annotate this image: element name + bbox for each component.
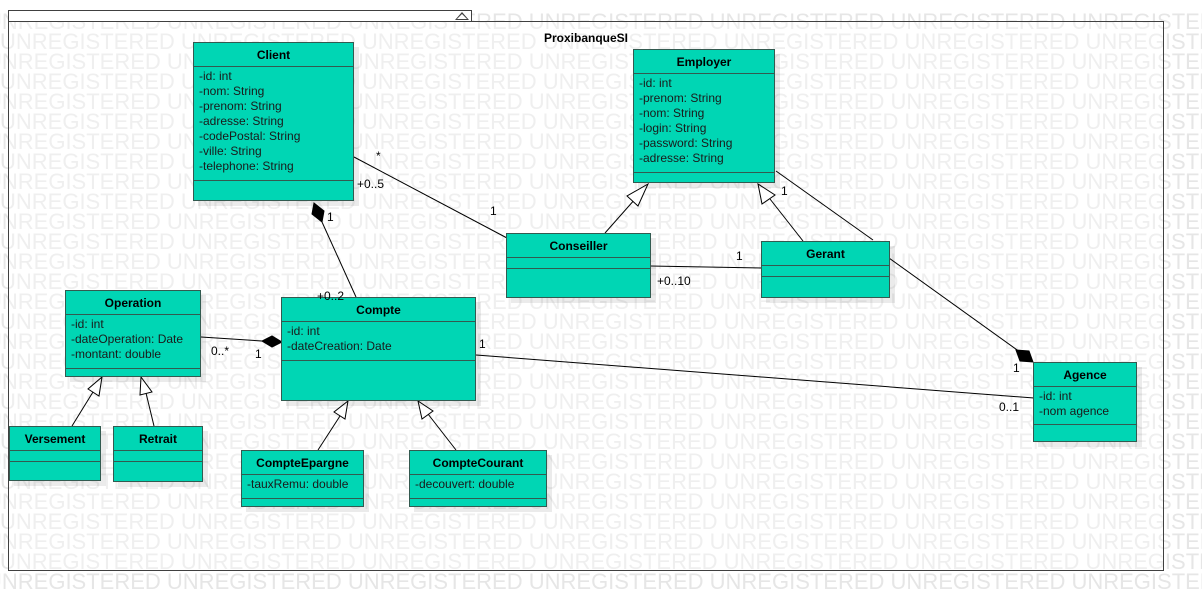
class-name: CompteCourant (410, 451, 546, 475)
attribute: -id: int (639, 76, 672, 90)
multiplicity-label: 1 (1013, 361, 1020, 375)
class-gerant[interactable]: Gerant (761, 241, 890, 298)
multiplicity-label: 1 (490, 204, 497, 218)
multiplicity-label: 1 (327, 210, 334, 224)
attribute-compartment: -id: int -dateOperation: Date -montant: … (66, 315, 200, 369)
generalization-conseiller-employer[interactable] (604, 197, 637, 234)
assoc-conseiller-gerant[interactable] (649, 265, 763, 269)
attribute-compartment (114, 451, 202, 462)
composition-diamond-icon (311, 202, 325, 223)
role-label: +0..2 (317, 289, 345, 303)
attribute-compartment (10, 451, 100, 462)
package-tab (8, 10, 472, 22)
generalization-arrow-icon (87, 375, 103, 397)
attribute: -codePostal: String (199, 129, 301, 143)
attribute: -prenom: String (199, 99, 282, 113)
multiplicity-label: 0..1 (999, 400, 1020, 414)
class-employer[interactable]: Employer -id: int -prenom: String -nom: … (633, 49, 775, 183)
class-agence[interactable]: Agence -id: int -nom agence (1033, 362, 1137, 442)
class-name: Compte (282, 298, 475, 322)
class-name: CompteEpargne (242, 451, 363, 475)
attribute: -login: String (639, 121, 707, 135)
collapse-triangle-icon[interactable] (455, 12, 469, 20)
class-name: Conseiller (507, 234, 650, 258)
class-name: Retrait (114, 427, 202, 451)
composition-diamond-icon (260, 335, 284, 348)
class-compteepargne[interactable]: CompteEpargne -tauxRemu: double (241, 450, 364, 507)
class-name: Operation (66, 291, 200, 315)
attribute: -password: String (639, 136, 733, 150)
attribute-compartment (762, 266, 889, 277)
attribute: -dateOperation: Date (71, 332, 184, 346)
attribute: -nom agence (1039, 404, 1110, 418)
generalization-comptecourant-compte[interactable] (427, 413, 457, 451)
attribute: -decouvert: double (415, 477, 515, 491)
class-versement[interactable]: Versement (9, 426, 101, 481)
class-conseiller[interactable]: Conseiller (506, 233, 651, 298)
class-operation[interactable]: Operation -id: int -dateOperation: Date … (65, 290, 201, 377)
class-compte[interactable]: Compte -id: int -dateCreation: Date (281, 297, 476, 401)
attribute: -id: int (71, 317, 104, 331)
class-name: Gerant (762, 242, 889, 266)
generalization-gerant-employer[interactable] (769, 198, 804, 242)
package-title: ProxibanqueSI (543, 31, 629, 45)
class-client[interactable]: Client -id: int -nom: String -prenom: St… (193, 42, 354, 201)
class-retrait[interactable]: Retrait (113, 426, 203, 482)
attribute: -telephone: String (199, 159, 294, 173)
attribute-compartment: -id: int -dateCreation: Date (282, 322, 475, 361)
generalization-arrow-icon (417, 399, 434, 420)
multiplicity-label: 1 (781, 184, 788, 198)
attribute: -ville: String (199, 144, 262, 158)
generalization-compteepargne-compte[interactable] (317, 415, 341, 451)
attribute-compartment: -decouvert: double (410, 475, 546, 499)
attribute: -dateCreation: Date (287, 339, 392, 353)
assoc-compte-agence[interactable] (475, 354, 1035, 399)
composition-operation-compte[interactable] (200, 336, 263, 342)
generalization-arrow-icon (626, 182, 650, 207)
generalization-arrow-icon (757, 182, 776, 205)
multiplicity-label: 1 (479, 337, 486, 351)
attribute: -id: int (1039, 389, 1072, 403)
class-name: Agence (1034, 363, 1136, 387)
class-name: Versement (10, 427, 100, 451)
composition-diamond-icon (1015, 349, 1034, 363)
attribute: -tauxRemu: double (247, 477, 349, 491)
multiplicity-label: 1 (255, 347, 262, 361)
attribute-compartment: -id: int -prenom: String -nom: String -l… (634, 74, 774, 173)
attribute-compartment: -id: int -nom agence (1034, 387, 1136, 425)
attribute: -id: int (287, 324, 320, 338)
composition-client-compte[interactable] (321, 221, 357, 298)
attribute-compartment: -id: int -nom: String -prenom: String -a… (194, 67, 353, 181)
role-label: +0..5 (357, 177, 385, 191)
attribute-compartment (507, 258, 650, 269)
generalization-arrow-icon (333, 399, 349, 420)
role-label: +0..10 (657, 274, 691, 288)
attribute: -adresse: String (639, 151, 724, 165)
generalization-arrow-icon (139, 375, 153, 396)
assoc-employer-agence[interactable] (775, 170, 874, 241)
attribute: -nom: String (199, 84, 265, 98)
attribute-compartment: -tauxRemu: double (242, 475, 363, 499)
class-name: Client (194, 43, 353, 67)
composition-gerant-agence[interactable] (888, 257, 1021, 353)
attribute: -montant: double (71, 347, 162, 361)
multiplicity-label: * (376, 149, 381, 163)
attribute: -id: int (199, 69, 232, 83)
generalization-retrait-operation[interactable] (145, 392, 155, 427)
assoc-client-conseiller[interactable] (353, 156, 508, 239)
class-comptecourant[interactable]: CompteCourant -decouvert: double (409, 450, 547, 507)
attribute: -adresse: String (199, 114, 284, 128)
class-name: Employer (634, 50, 774, 74)
attribute: -nom: String (639, 106, 705, 120)
attribute: -prenom: String (639, 91, 722, 105)
multiplicity-label: 1 (736, 249, 743, 263)
multiplicity-label: 0..* (211, 344, 230, 358)
generalization-versement-operation[interactable] (71, 391, 94, 427)
